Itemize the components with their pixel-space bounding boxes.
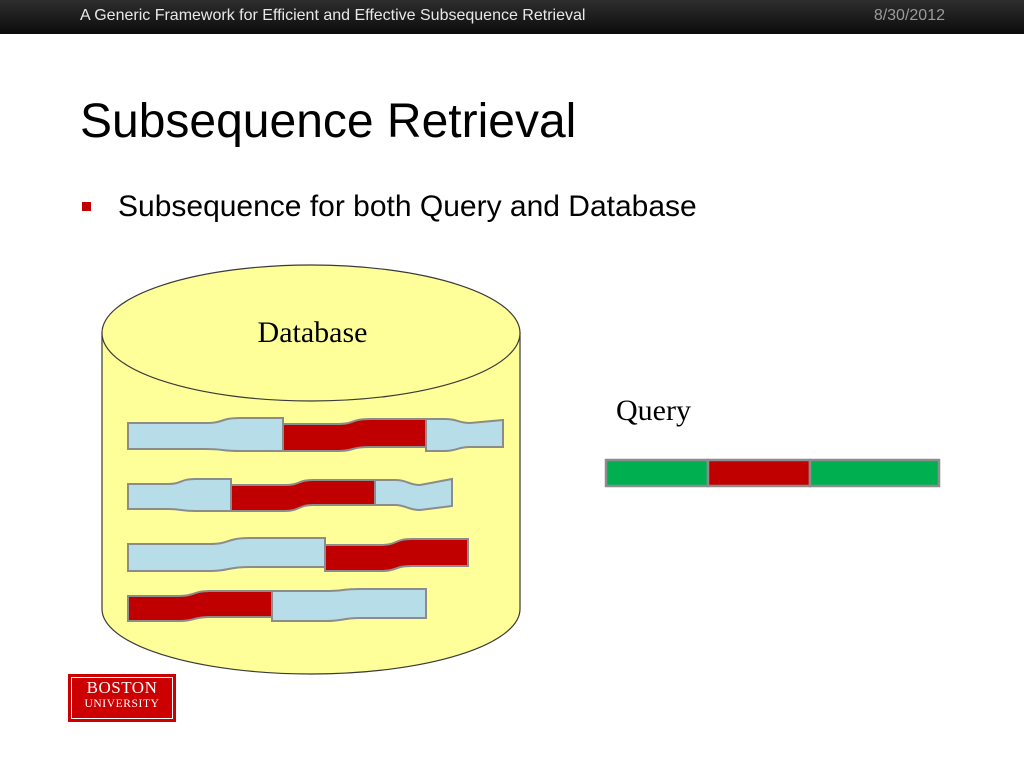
header-title: A Generic Framework for Efficient and Ef… <box>80 7 586 24</box>
query-segment-left <box>604 458 710 488</box>
db-sequence-2 <box>127 477 453 512</box>
db-sequence-4-match <box>127 590 273 622</box>
db-sequence-2-segment-a <box>127 478 232 512</box>
db-sequence-1 <box>127 417 504 452</box>
db-sequence-3-match <box>324 538 469 572</box>
slide-title: Subsequence Retrieval <box>80 95 577 148</box>
logo-line-2: UNIVERSITY <box>84 698 160 710</box>
db-sequence-1-segment-a <box>127 417 284 452</box>
db-sequence-1-segment-b <box>425 418 504 452</box>
query-segment-match <box>706 458 812 488</box>
db-sequence-3 <box>127 537 469 572</box>
logo-line-1: BOSTON <box>86 678 158 697</box>
db-sequence-4-segment-a <box>271 588 427 622</box>
header-bar: A Generic Framework for Efficient and Ef… <box>0 0 1024 34</box>
boston-university-logo: BOSTON UNIVERSITY <box>68 674 176 722</box>
query-segment-right <box>808 458 941 488</box>
database-cylinder-top <box>101 264 521 402</box>
query-label: Query <box>616 394 691 427</box>
query-sequence <box>604 458 941 488</box>
header-date: 8/30/2012 <box>873 7 945 24</box>
database-label: Database <box>257 316 368 349</box>
logo-frame <box>71 677 173 719</box>
db-sequence-4 <box>127 588 427 622</box>
db-sequence-2-segment-b <box>374 477 453 512</box>
square-bullet-icon <box>82 202 91 211</box>
db-sequence-1-match <box>282 418 427 452</box>
bullet-text: Subsequence for both Query and Database <box>118 190 697 223</box>
